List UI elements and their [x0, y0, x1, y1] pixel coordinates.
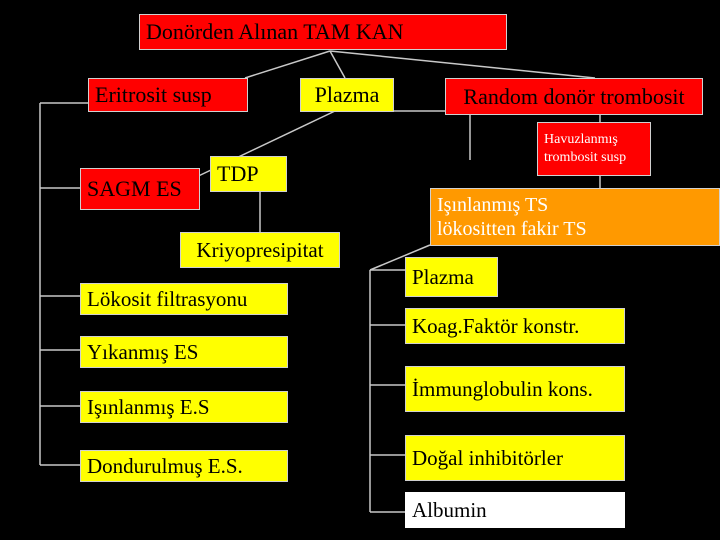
immun-label: İmmunglobulin kons. [412, 376, 593, 401]
trombosit-label: Random donör trombosit [463, 83, 685, 109]
tdp-node: TDP [210, 156, 287, 192]
connector-root-eritrosit [244, 50, 331, 79]
dogal-node: Doğal inhibitörler [405, 435, 625, 481]
plazma2-label: Plazma [412, 264, 474, 289]
eritrosit-node: Eritrosit susp [88, 78, 248, 112]
kriyo-label: Kriyopresipitat [196, 237, 324, 262]
lokosit-label: Lökosit filtrasyonu [87, 286, 248, 311]
eritrosit-label: Eritrosit susp [95, 82, 212, 107]
plazma-label: Plazma [314, 82, 380, 107]
koag-label: Koag.Faktör konstr. [412, 313, 580, 338]
lokosit-node: Lökosit filtrasyonu [80, 283, 288, 315]
albumin-node: Albumin [405, 492, 625, 528]
havuz-label-line1: Havuzlanmış [544, 132, 618, 147]
dondurulmus-label: Dondurulmuş E.S. [87, 453, 243, 478]
isin-ts-label-line2: lökositten fakir TS [437, 218, 587, 240]
sagm-node: SAGM ES [80, 168, 200, 210]
dondurulmus-node: Dondurulmuş E.S. [80, 450, 288, 482]
havuz-node: Havuzlanmış trombosit susp [537, 122, 651, 176]
plazma2-node: Plazma [405, 257, 498, 297]
isinlanmis-label: Işınlanmış E.S [87, 394, 210, 419]
tdp-label: TDP [217, 161, 259, 186]
albumin-label: Albumin [412, 497, 487, 522]
trombosit-node: Random donör trombosit [445, 78, 703, 115]
isin-ts-label-line1: Işınlanmış TS [437, 194, 549, 216]
connector-root-trombosit [329, 50, 596, 79]
yikanmis-node: Yıkanmış ES [80, 336, 288, 368]
koag-node: Koag.Faktör konstr. [405, 308, 625, 344]
root-node: Donörden Alınan TAM KAN [139, 14, 507, 50]
dogal-label: Doğal inhibitörler [412, 445, 564, 470]
root-label: Donörden Alınan TAM KAN [146, 19, 404, 44]
plazma-node: Plazma [300, 78, 394, 112]
havuz-label-line2: trombosit susp [544, 150, 627, 165]
connector-isin-plazma [369, 244, 431, 271]
isin-ts-node: Işınlanmış TS lökositten fakir TS [430, 188, 720, 246]
sagm-label: SAGM ES [87, 176, 182, 201]
yikanmis-label: Yıkanmış ES [87, 339, 199, 364]
isinlanmis-node: Işınlanmış E.S [80, 391, 288, 423]
kriyo-node: Kriyopresipitat [180, 232, 340, 268]
connector-root-plazma [329, 50, 346, 79]
immun-node: İmmunglobulin kons. [405, 366, 625, 412]
